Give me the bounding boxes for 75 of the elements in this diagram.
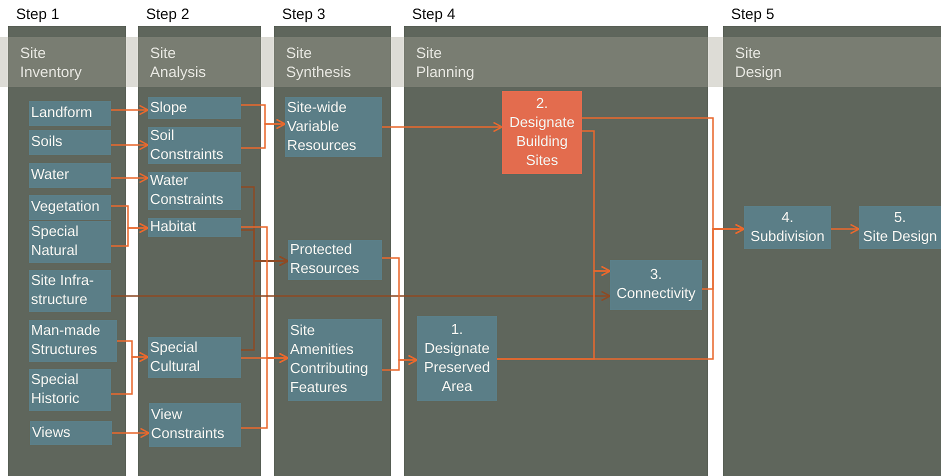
box-text: Slope	[150, 98, 188, 118]
process-box	[148, 337, 241, 378]
step-label: Step 4	[412, 6, 456, 23]
box-text: Views	[32, 424, 72, 442]
box-text: Connectivity	[616, 285, 696, 304]
process-box	[417, 316, 497, 401]
column-heading: Site Planning	[416, 44, 474, 82]
process-box	[29, 101, 111, 126]
arrow	[111, 104, 149, 116]
step-label: Step 1	[16, 6, 60, 23]
box-text: 3.	[648, 266, 664, 285]
process-box	[744, 206, 831, 249]
step-label: Step 3	[282, 6, 326, 23]
box-text: 1.	[450, 320, 464, 340]
process-box	[29, 270, 111, 312]
box-text: Special Natural	[31, 223, 80, 261]
box-text: Protected Resources	[290, 241, 360, 279]
box-text: Designate Building Sites	[508, 114, 576, 170]
process-box	[288, 240, 382, 280]
process-box	[148, 218, 241, 237]
box-text: Vegetation	[31, 198, 101, 217]
box-text: Site Amenities Contributing Features	[290, 322, 370, 398]
process-box	[29, 369, 111, 411]
process-box	[859, 206, 941, 249]
box-text: Site Infra-structure	[31, 272, 95, 310]
box-text: Habitat	[150, 218, 197, 237]
box-text: Water	[31, 166, 70, 185]
process-box	[610, 260, 702, 310]
arrow	[111, 222, 149, 247]
arrow	[111, 352, 149, 395]
process-box	[288, 319, 382, 401]
box-text: Site-wide Variable Resources	[287, 98, 358, 156]
box-text: Soil Constraints	[150, 126, 224, 164]
process-box	[30, 421, 112, 445]
column-heading: Site Analysis	[150, 44, 206, 82]
process-box	[29, 320, 117, 362]
box-text: Soils	[31, 133, 64, 152]
step-label: Step 5	[731, 6, 774, 23]
box-text: Man-made Structures	[31, 322, 102, 360]
arrow	[382, 122, 503, 132]
process-box	[285, 97, 382, 157]
box-text: Special Cultural	[150, 338, 201, 376]
arrow	[111, 140, 149, 150]
box-text: Landform	[31, 104, 94, 123]
box-text: 5.	[892, 208, 908, 228]
process-box	[29, 221, 111, 263]
arrow	[111, 290, 611, 302]
process-box	[148, 127, 241, 164]
arrow	[382, 354, 418, 371]
process-box	[29, 195, 111, 220]
arrow	[112, 428, 150, 438]
step-label: Step 2	[146, 6, 190, 23]
arrow	[831, 224, 860, 234]
process-box	[29, 130, 111, 155]
column-heading: Site Design	[735, 44, 782, 82]
arrow	[241, 256, 289, 351]
box-text: Designate Preserved Area	[422, 340, 492, 396]
box-text: Subdivision	[749, 228, 826, 246]
arrow	[241, 118, 286, 149]
box-text: Site Design	[862, 228, 938, 246]
arrow	[241, 352, 289, 429]
process-box	[29, 163, 111, 188]
process-box	[148, 172, 241, 210]
arrow	[111, 172, 149, 184]
process-box	[148, 97, 241, 119]
process-box	[149, 403, 241, 447]
box-text: 2.	[534, 94, 550, 114]
box-text: View Constraints	[151, 406, 226, 444]
column-heading: Site Synthesis	[286, 44, 352, 82]
highlighted-step-box	[502, 91, 582, 174]
column-heading: Site Inventory	[20, 44, 82, 82]
box-text: Special Historic	[31, 371, 80, 409]
box-text: Water Constraints	[150, 172, 224, 210]
arrow	[497, 224, 745, 360]
box-text: 4.	[780, 208, 795, 228]
